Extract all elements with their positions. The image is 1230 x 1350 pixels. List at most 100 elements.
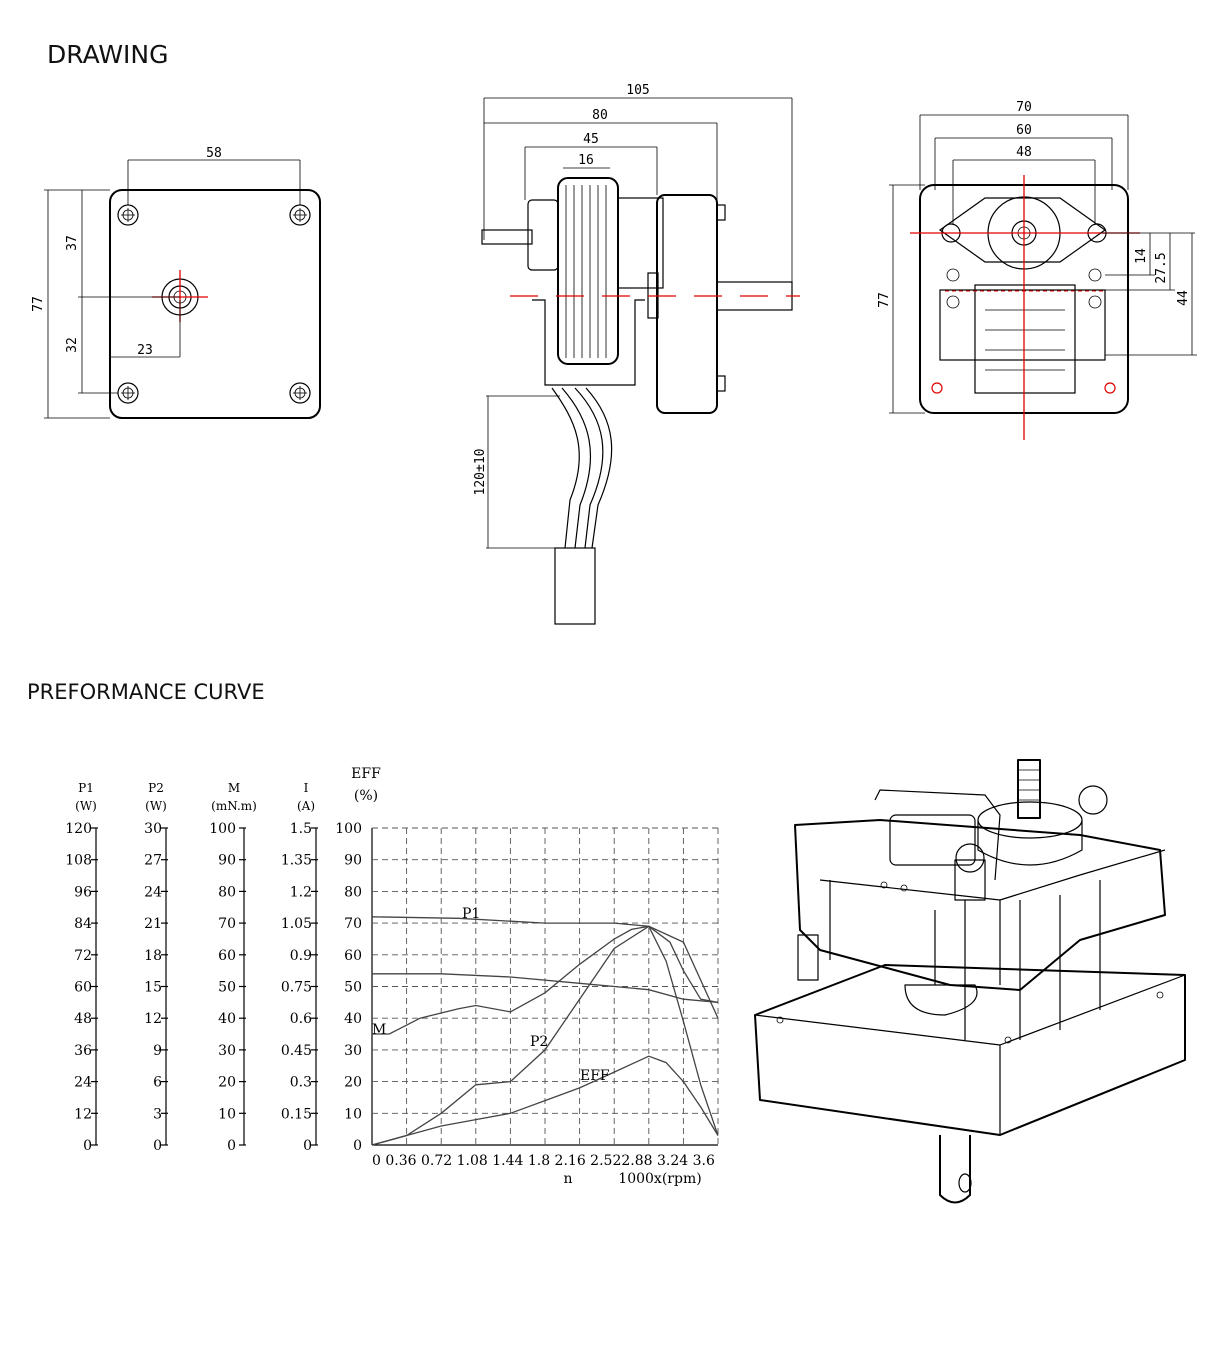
y-tick-label: 15	[144, 980, 162, 996]
y-axis-name: M	[228, 781, 240, 795]
y-tick-label: 0.9	[290, 948, 312, 964]
front-view: 58 77 37 32 23	[31, 146, 321, 419]
y-axis-4: I(A)00.150.30.450.60.750.91.051.21.351.5	[281, 781, 318, 1154]
y-tick-label: 90	[218, 853, 236, 869]
motor-isometric-image	[754, 759, 1186, 1204]
y-tick-label: 24	[144, 884, 162, 900]
y-tick-label: 0.75	[281, 980, 312, 996]
mounting-screw-icon	[117, 204, 139, 226]
y-tick-label: 1.5	[290, 821, 312, 837]
y-tick-label: 90	[344, 853, 362, 869]
series-label: P2	[530, 1034, 548, 1050]
y-tick-label: 0.6	[290, 1011, 312, 1027]
y-tick-label: 120	[65, 821, 92, 837]
coil-bracket	[532, 299, 645, 386]
series-label: P1	[462, 906, 480, 922]
y-tick-label: 30	[218, 1043, 236, 1059]
y-tick-label: 72	[74, 948, 92, 964]
y-tick-label: 100	[335, 821, 362, 837]
side-view: 105 80 45 16 120±10	[473, 83, 800, 625]
y-tick-label: 0.15	[281, 1106, 312, 1122]
gearbox-case	[656, 194, 718, 414]
mounting-screw-icon	[117, 382, 139, 404]
y-tick-label: 50	[344, 980, 362, 996]
y-tick-label: 0	[153, 1138, 162, 1154]
series-line-m	[372, 925, 719, 1035]
rotor-fins	[565, 185, 607, 358]
y-tick-label: 21	[144, 916, 162, 932]
y-axis-name: I	[304, 781, 309, 795]
y-tick-label: 70	[344, 916, 362, 932]
y-tick-label: 12	[144, 1011, 162, 1027]
x-tick-labels: 0 0.36 0.72 1.08 1.44 1.8 2.16 2.522.88 …	[372, 1153, 715, 1169]
y-axis-name: P1	[78, 781, 94, 795]
y-axis-unit: (A)	[297, 799, 315, 813]
y-tick-label: 50	[218, 980, 236, 996]
y-tick-label: 0.3	[290, 1075, 312, 1091]
y-tick-label: 0.45	[281, 1043, 312, 1059]
lead-sleeve	[554, 547, 596, 625]
y-tick-label: 6	[153, 1075, 162, 1091]
y-tick-label: 80	[344, 884, 362, 900]
y-axis-unit: (mN.m)	[211, 799, 257, 813]
y-tick-label: 18	[144, 948, 162, 964]
x-axis-label: n	[563, 1171, 572, 1187]
y-tick-label: 40	[218, 1011, 236, 1027]
y-tick-label: 9	[153, 1043, 162, 1059]
dim-14: 14	[1134, 248, 1149, 264]
dim-shaft: 16	[578, 153, 594, 168]
dim-height: 77	[31, 296, 46, 312]
y-axis-unit: (W)	[145, 799, 167, 813]
y-tick-label: 1.35	[281, 853, 312, 869]
input-shaft	[481, 229, 533, 245]
drawing-heading: DRAWING	[47, 40, 169, 69]
y-tick-label: 0	[303, 1138, 312, 1154]
coil-frame	[939, 289, 1106, 361]
y-tick-label: 60	[218, 948, 236, 964]
y-tick-label: 3	[153, 1106, 162, 1122]
dim-overall: 105	[626, 83, 649, 98]
dim-width: 58	[206, 146, 222, 161]
dim-27-5: 27.5	[1154, 252, 1169, 283]
y-axis-name: EFF	[351, 766, 381, 782]
y-tick-label: 1.2	[290, 884, 312, 900]
dim-w48: 48	[1016, 145, 1032, 160]
series-label: M	[372, 1022, 386, 1038]
dim-w70: 70	[1016, 100, 1032, 115]
y-axis-2: P2 (W) 0 3 6 9 12 15 18 21 24 27 30	[144, 781, 168, 1154]
y-tick-label: 10	[344, 1106, 362, 1122]
y-tick-label: 60	[74, 980, 92, 996]
lead-wire	[551, 387, 580, 549]
y-tick-label: 12	[74, 1106, 92, 1122]
y-axis-name: P2	[148, 781, 164, 795]
stator-core	[617, 197, 664, 289]
y-axis-unit: (W)	[75, 799, 97, 813]
dim-lead: 120±10	[473, 449, 488, 496]
y-tick-label: 80	[218, 884, 236, 900]
y-tick-label: 0	[227, 1138, 236, 1154]
series-line-eff	[371, 1055, 719, 1146]
series-line-p1	[371, 916, 719, 1019]
y-tick-label: 10	[218, 1106, 236, 1122]
y-tick-label: 40	[344, 1011, 362, 1027]
dim-w60: 60	[1016, 123, 1032, 138]
y-tick-label: 30	[144, 821, 162, 837]
series-label: EFF	[580, 1068, 610, 1084]
dim-upper: 37	[65, 235, 80, 251]
mounting-screw-icon	[289, 204, 311, 226]
rotor-housing	[557, 177, 619, 365]
y-tick-label: 36	[74, 1043, 92, 1059]
y-tick-label: 0	[353, 1138, 362, 1154]
y-tick-label: 27	[144, 853, 162, 869]
y-tick-label: 20	[218, 1075, 236, 1091]
y-tick-label: 70	[218, 916, 236, 932]
y-tick-label: 108	[65, 853, 92, 869]
dim-44: 44	[1176, 290, 1191, 306]
series-line-current	[372, 973, 719, 1004]
performance-curve-heading: PREFORMANCE CURVE	[27, 680, 265, 704]
y-tick-label: 20	[344, 1075, 362, 1091]
